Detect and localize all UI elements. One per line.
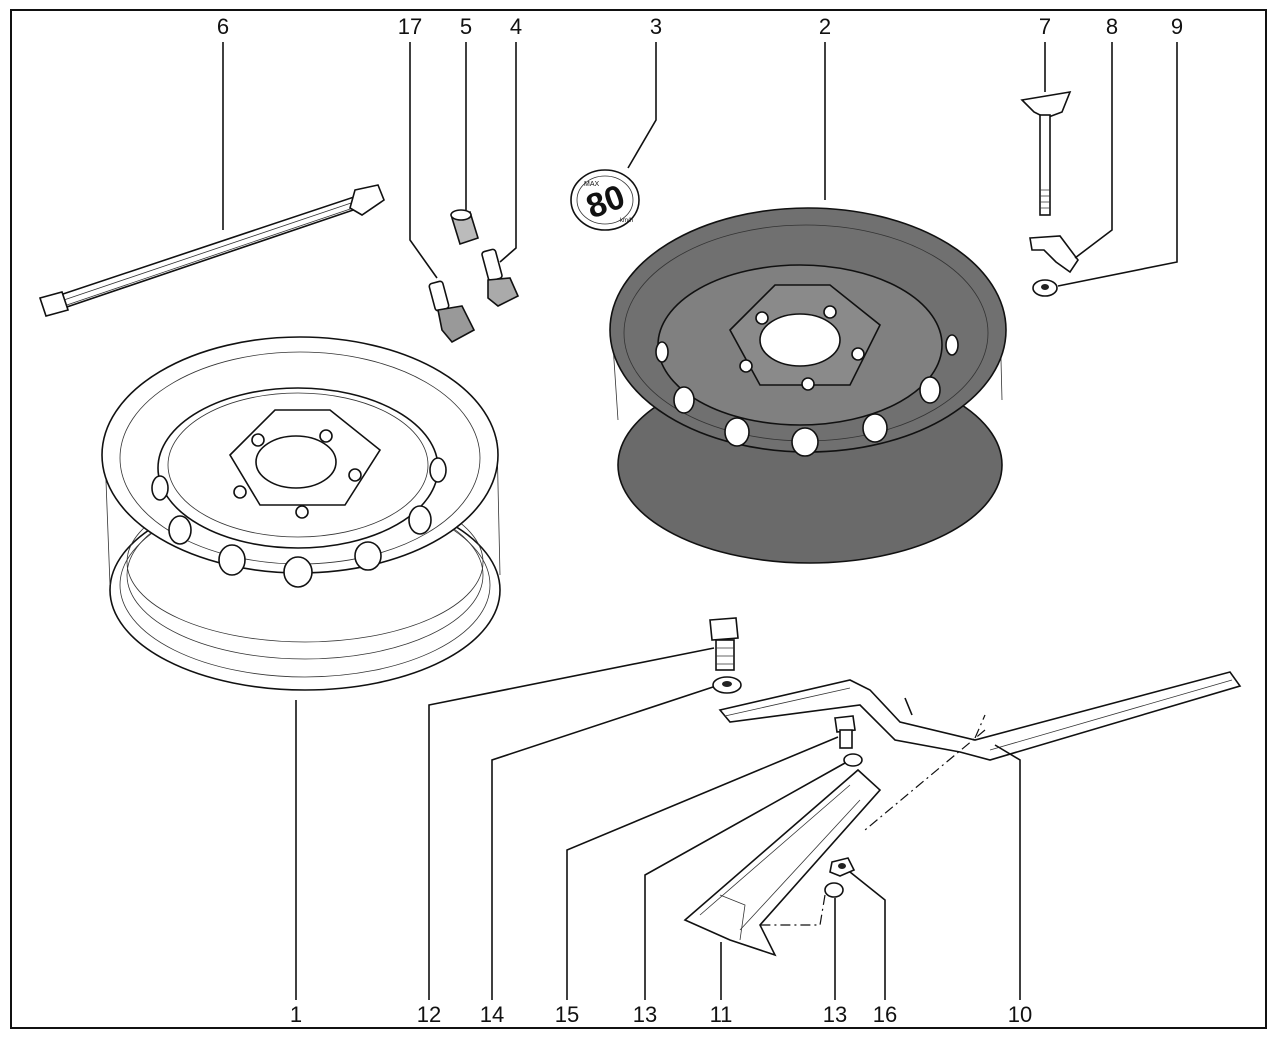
washer-large	[712, 676, 742, 694]
support-bracket-wedge	[683, 768, 882, 957]
callout-13-right: 13	[823, 1002, 847, 1027]
callout-11: 11	[710, 1002, 733, 1027]
mounting-clip	[1029, 235, 1079, 274]
callout-8: 8	[1106, 14, 1118, 39]
callout-17: 17	[398, 14, 422, 39]
callout-14: 14	[480, 1002, 504, 1027]
decal-max-text: MAX	[584, 181, 600, 188]
speed-limit-decal: MAX 80 km/h	[570, 169, 640, 231]
bolt-small	[834, 715, 856, 749]
valve-stem-small	[428, 280, 476, 344]
washer-small-lower	[824, 882, 844, 898]
callout-3: 3	[650, 14, 662, 39]
callout-9: 9	[1171, 14, 1183, 39]
callout-13-left: 13	[633, 1002, 657, 1027]
wing-screw	[1020, 90, 1072, 216]
callout-15: 15	[555, 1002, 579, 1027]
callout-7: 7	[1039, 14, 1051, 39]
callout-12: 12	[417, 1002, 441, 1027]
valve-stem-large	[481, 248, 520, 307]
callout-5: 5	[460, 14, 472, 39]
callout-16: 16	[873, 1002, 897, 1027]
decal-unit-text: km/h	[620, 218, 633, 224]
callout-10: 10	[1008, 1002, 1032, 1027]
nut	[829, 857, 856, 877]
support-bracket-long	[718, 671, 1242, 761]
leader-lines	[222, 42, 1178, 1000]
callout-4: 4	[510, 14, 522, 39]
steel-wheel-dark	[609, 207, 1007, 564]
callout-1: 1	[290, 1002, 302, 1027]
washer-small-upper	[843, 753, 863, 767]
diagram-frame	[10, 9, 1267, 1029]
callout-2: 2	[819, 14, 831, 39]
tie-strap	[38, 184, 385, 317]
callout-labels: 6 17 5 4 3 2 7 8 9 1 12 14 15 13 11 13 1…	[217, 14, 1183, 1027]
steel-wheel-light	[101, 336, 501, 691]
callout-6: 6	[217, 14, 229, 39]
bolt-large	[709, 617, 739, 671]
rubber-washer	[1032, 279, 1058, 297]
valve-cap	[450, 209, 479, 246]
